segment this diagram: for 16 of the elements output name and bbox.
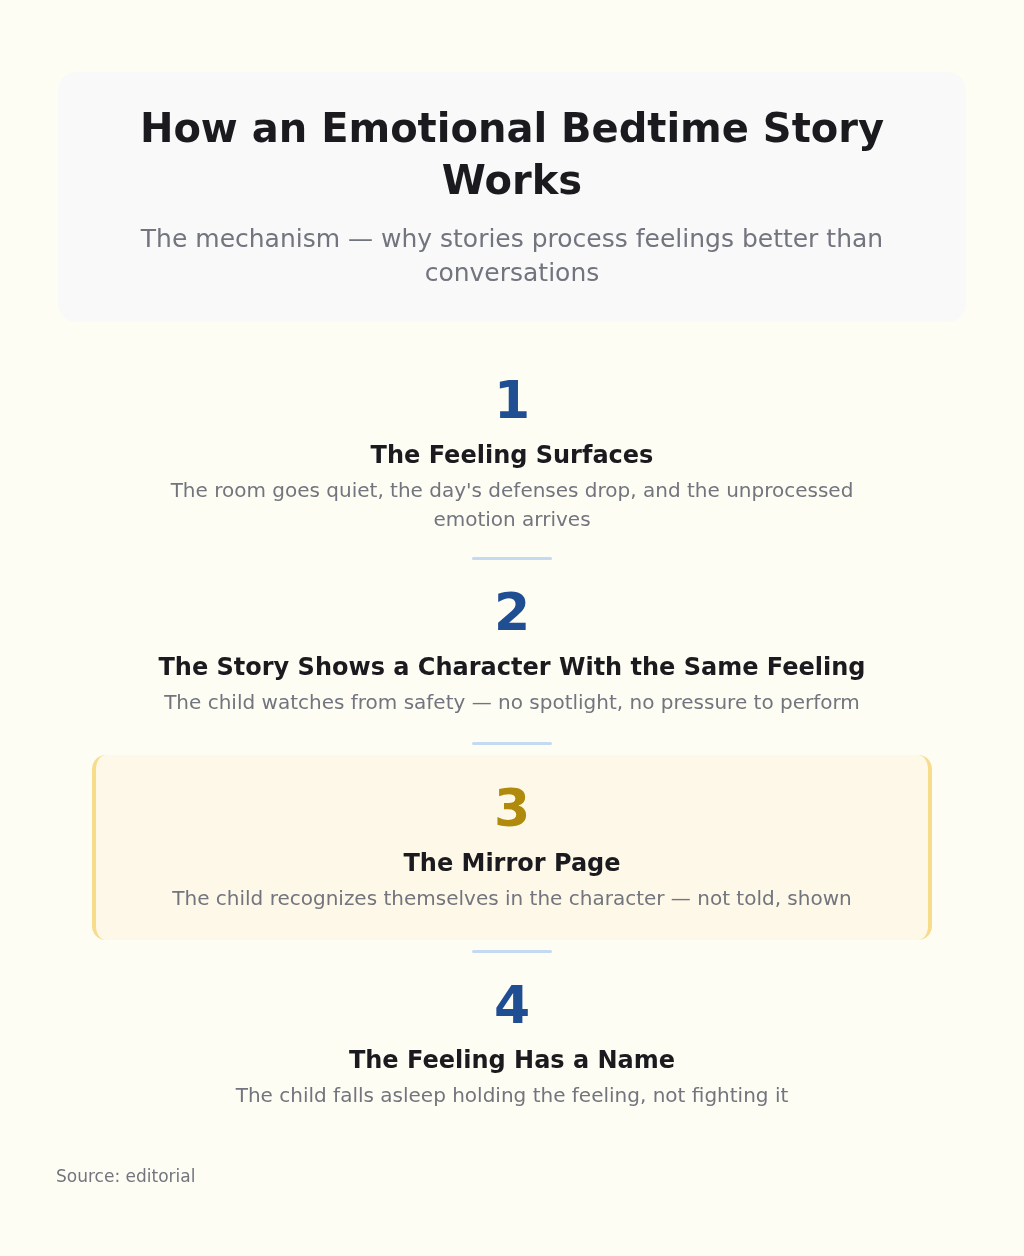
step-description: The room goes quiet, the day's defenses drop, and the unprocessed emotion arrives xyxy=(169,477,855,533)
highlight-card xyxy=(92,755,932,940)
step-heading: The Feeling Surfaces xyxy=(370,440,654,471)
step-heading: The Mirror Page xyxy=(403,848,621,879)
step-description: The child falls asleep holding the feeling, not fighting it xyxy=(235,1082,789,1109)
step-number: 3 xyxy=(493,778,531,838)
step-heading: The Feeling Has a Name xyxy=(348,1045,676,1076)
source-note: Source: editorial xyxy=(56,1165,196,1188)
title: How an Emotional Bedtime Story Works xyxy=(138,104,886,205)
step-description: The child watches from safety — no spotlight, no pressure to perform xyxy=(164,689,860,716)
step-number: 1 xyxy=(493,370,531,430)
subtitle: The mechanism — why stories process feelings better than conversations xyxy=(139,223,885,289)
step-heading: The Story Shows a Character With the Same Feeling xyxy=(158,652,866,683)
step-number: 4 xyxy=(493,975,531,1035)
step-number: 2 xyxy=(493,582,531,642)
step-description: The child recognizes themselves in the character — not told, shown xyxy=(172,885,852,912)
